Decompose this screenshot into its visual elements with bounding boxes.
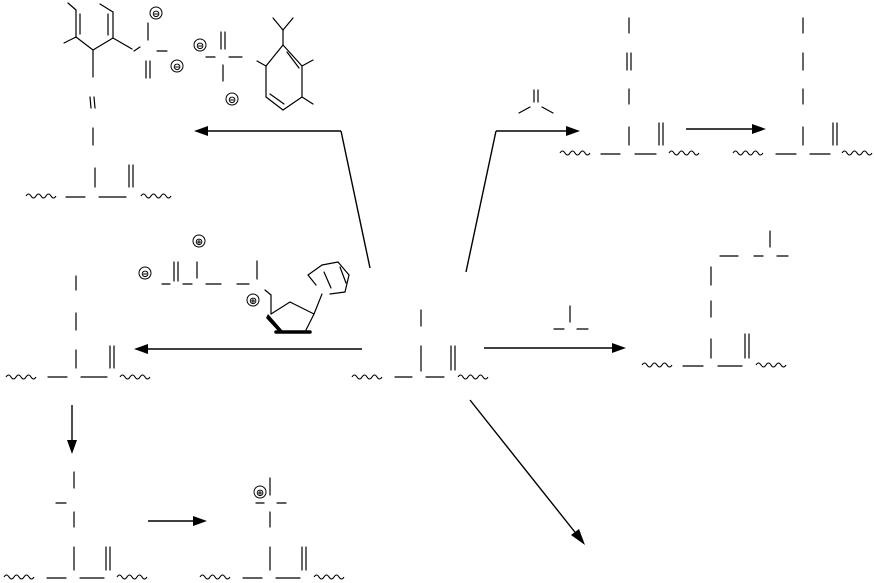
svg-text:⊖: ⊖: [228, 95, 236, 106]
sam-cofactor-structure: [161, 260, 350, 334]
central-substrate-structure: [351, 309, 489, 380]
arrow-diagonal-down-right: [469, 399, 585, 545]
product-cation-positive-charge: ⊕: [253, 485, 267, 499]
sulfonyl-negative-charge: ⊖: [149, 6, 163, 20]
top-right-intermediate-structure: [559, 17, 700, 156]
svg-text:⊕: ⊕: [256, 488, 264, 499]
mid-right-reagent-structure: [553, 305, 589, 330]
bottom-middle-cation-structure: [199, 477, 345, 580]
svg-text:⊕: ⊕: [195, 237, 203, 248]
mid-right-product-structure: [641, 230, 789, 368]
svg-text:⊖: ⊖: [196, 41, 204, 52]
arrow-intermediate-to-product: [686, 124, 766, 134]
arrow-to-top-right-intermediate: [465, 126, 580, 273]
sulfonyl-second-negative-charge: ⊖: [170, 59, 184, 73]
sam-carboxylate-negative-charge: ⊖: [138, 266, 152, 280]
mid-left-product-structure: [5, 275, 151, 380]
sam-sulfonium-positive-charge: ⊕: [192, 234, 206, 248]
svg-text:⊖: ⊖: [173, 62, 181, 73]
phosphate-aryl-reagent-structure: [205, 17, 314, 111]
arrow-to-mid-right-product: [484, 343, 626, 353]
arrow-to-aryl-adduct: [194, 126, 371, 269]
svg-text:⊖: ⊖: [141, 269, 149, 280]
arrow-bottom-left-to-cation: [148, 516, 207, 526]
top-right-reagent-structure: [518, 89, 554, 114]
svg-text:⊖: ⊖: [152, 9, 160, 20]
phosphate-second-negative-charge: ⊖: [225, 92, 239, 106]
bottom-left-product-structure: [3, 471, 148, 580]
svg-text:⊕: ⊕: [249, 296, 257, 307]
arrow-down-to-bottom-left: [67, 405, 77, 454]
top-right-product-structure: [732, 17, 873, 156]
sam-ammonium-positive-charge: ⊕: [246, 293, 260, 307]
arrow-to-mid-left-product: [134, 344, 362, 354]
top-left-aryl-adduct-structure: [25, 2, 172, 199]
phosphate-negative-charge: ⊖: [193, 38, 207, 52]
